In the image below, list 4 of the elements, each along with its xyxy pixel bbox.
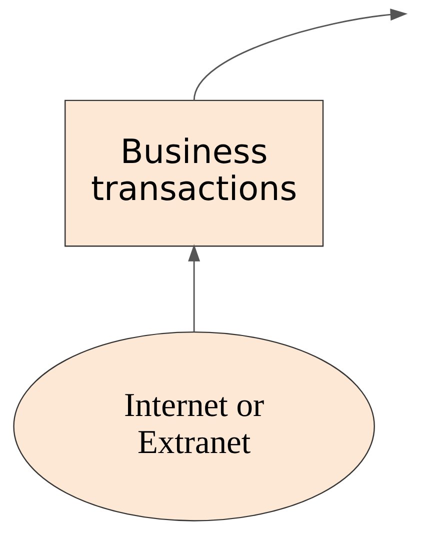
node-box: Business transactions	[64, 100, 324, 247]
arrow	[188, 244, 200, 332]
node-ellipse: Internet or Extranet	[12, 331, 374, 522]
arrow	[192, 8, 408, 101]
